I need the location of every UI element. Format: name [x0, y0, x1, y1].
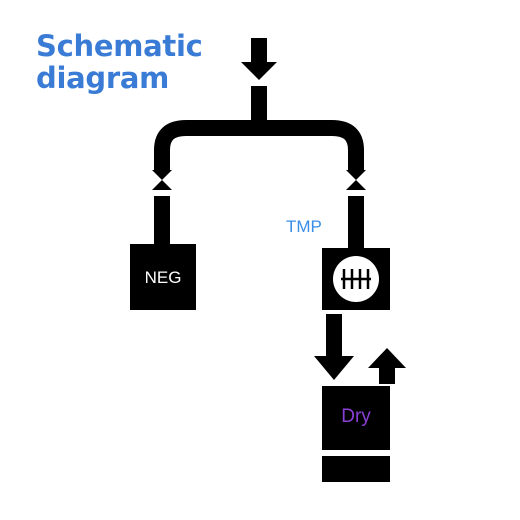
- tmp-pipe: [348, 196, 364, 250]
- dry-pump: Dry: [322, 386, 390, 482]
- neg-label: NEG: [145, 268, 182, 287]
- inlet-arrow: [241, 38, 277, 80]
- title-line-1: Schematic: [36, 29, 203, 63]
- manifold-pipe: [154, 86, 364, 170]
- dry-pump-base: [322, 456, 390, 482]
- right-valve: [346, 170, 366, 190]
- tmp-label: TMP: [286, 217, 322, 236]
- neg-pump: NEG: [130, 244, 196, 310]
- title-line-2: diagram: [36, 61, 170, 95]
- diagram-title: Schematic diagram: [36, 29, 203, 95]
- neg-pipe: [154, 196, 170, 244]
- foreline-down-arrow: [314, 314, 354, 380]
- left-valve: [152, 170, 172, 190]
- dry-label: Dry: [341, 406, 371, 427]
- exhaust-up-arrow: [368, 348, 406, 384]
- tmp-pump: [322, 248, 390, 310]
- turbo-pump-icon: [333, 256, 379, 302]
